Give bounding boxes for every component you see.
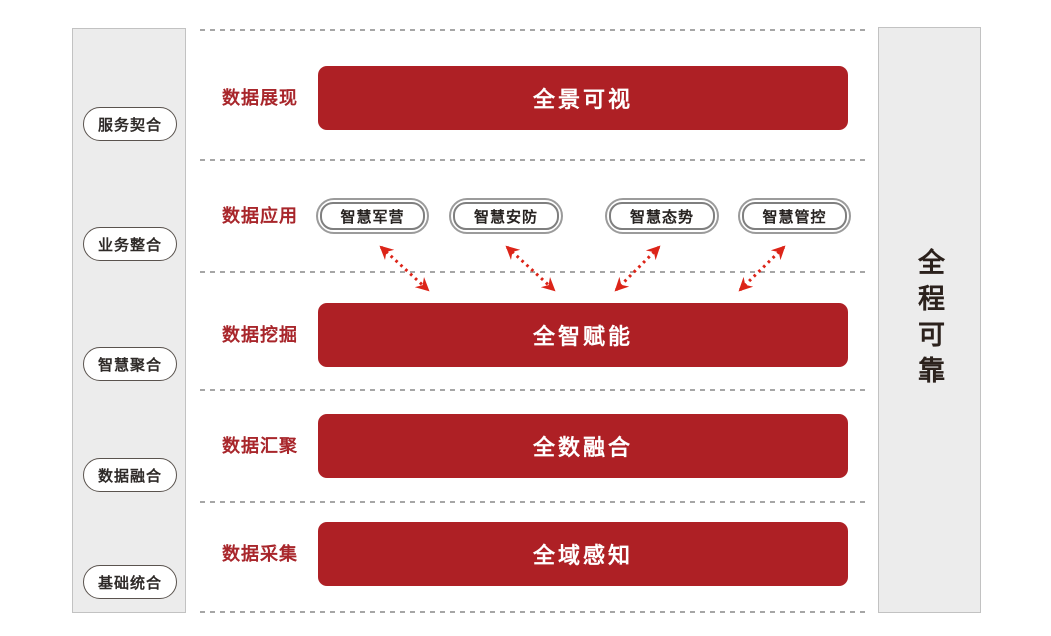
sidebar-pill-service-fit: 服务契合 xyxy=(83,107,177,141)
dotted-separator xyxy=(200,29,870,31)
row-label-data-collection: 数据采集 xyxy=(222,544,298,564)
row-label-data-convergence: 数据汇聚 xyxy=(222,436,298,456)
app-pill-label: 智慧管控 xyxy=(742,202,847,230)
right-sidebar: 全程可靠 xyxy=(878,27,981,613)
dotted-separator xyxy=(200,389,870,391)
double-arrow-icon xyxy=(738,245,786,292)
sidebar-pill-basic-unification: 基础统合 xyxy=(83,565,177,599)
dotted-separator xyxy=(200,159,870,161)
sidebar-pill-smart-aggregation: 智慧聚合 xyxy=(83,347,177,381)
app-pill-label: 智慧态势 xyxy=(609,202,715,230)
vertical-title: 全程可靠 xyxy=(914,248,944,392)
banner-full-domain-sensing: 全域感知 xyxy=(318,522,848,586)
sidebar-pill-business-integration: 业务整合 xyxy=(83,227,177,261)
row-label-data-presentation: 数据展现 xyxy=(222,88,298,108)
banner-full-data-fusion: 全数融合 xyxy=(318,414,848,478)
banner-full-intelligence-empowerment: 全智赋能 xyxy=(318,303,848,367)
dotted-separator xyxy=(200,611,870,613)
double-arrow-icon xyxy=(505,245,556,292)
app-pill-smart-barracks: 智慧军营 xyxy=(316,198,429,234)
app-pill-smart-security: 智慧安防 xyxy=(449,198,563,234)
double-arrow-icon xyxy=(614,245,661,292)
app-pill-label: 智慧军营 xyxy=(320,202,425,230)
app-pill-smart-control: 智慧管控 xyxy=(738,198,851,234)
sidebar-pill-data-fusion: 数据融合 xyxy=(83,458,177,492)
double-arrow-icon xyxy=(379,245,430,292)
row-label-data-application: 数据应用 xyxy=(222,206,298,226)
row-label-data-mining: 数据挖掘 xyxy=(222,325,298,345)
app-pill-smart-situation: 智慧态势 xyxy=(605,198,719,234)
dotted-separator xyxy=(200,271,870,273)
banner-panoramic-visibility: 全景可视 xyxy=(318,66,848,130)
app-pill-label: 智慧安防 xyxy=(453,202,559,230)
dotted-separator xyxy=(200,501,870,503)
left-sidebar: 服务契合 业务整合 智慧聚合 数据融合 基础统合 xyxy=(72,28,186,613)
